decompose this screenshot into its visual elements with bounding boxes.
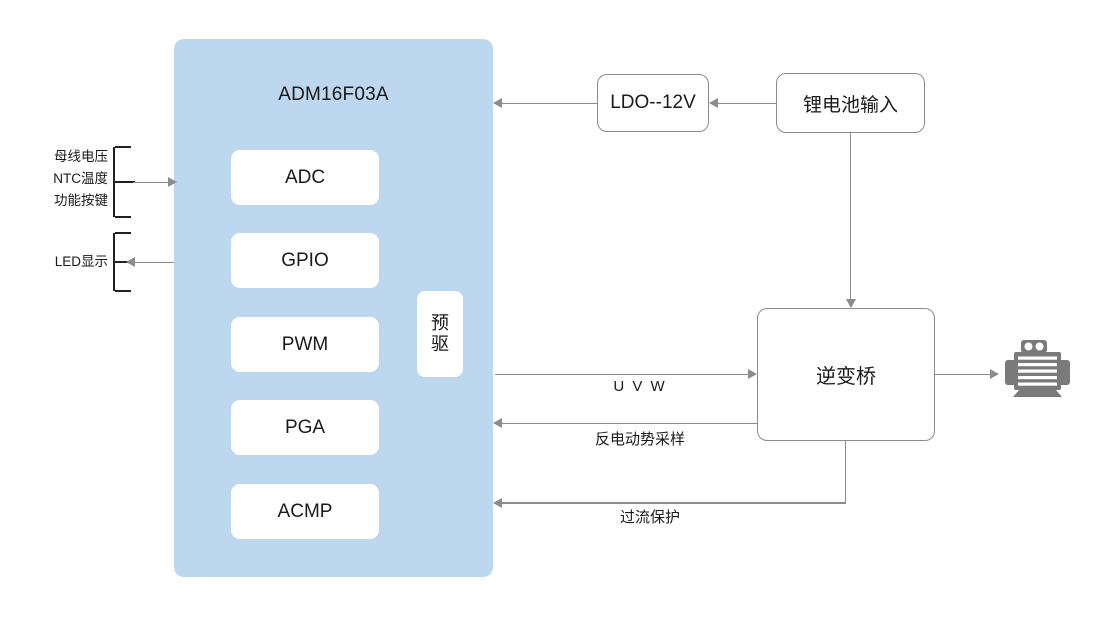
ldo-to-mcu-line — [502, 102, 597, 104]
pre-driver-block[interactable]: 预 驱 — [417, 291, 463, 377]
uvw-line — [495, 373, 748, 375]
output-signal-led-display: LED显示 — [54, 254, 108, 269]
inverter-bridge-block[interactable]: 逆变桥 — [757, 308, 935, 441]
motor-icon — [1002, 337, 1074, 401]
mcu-title: ADM16F03A — [278, 84, 389, 105]
mcu-block-pwm[interactable]: PWM — [231, 317, 379, 372]
ocp-arrow-icon — [493, 498, 502, 508]
led-arrow-line — [134, 261, 174, 263]
bemf-line — [502, 422, 757, 424]
mcu-block-adc[interactable]: ADC — [231, 150, 379, 205]
input-arrow-head-icon — [168, 177, 177, 187]
uvw-label: U V W — [613, 378, 667, 395]
mcu-input-signals-label: 母线电压 NTC温度 功能按键 — [16, 146, 108, 212]
led-arrow-stub — [113, 261, 129, 263]
battery-to-bridge-line — [850, 133, 852, 300]
battery-to-bridge-arrow-icon — [846, 299, 856, 308]
led-arrow-head-icon — [126, 257, 135, 267]
pre-driver-label-line2: 驱 — [431, 334, 449, 354]
ocp-horizontal-line — [502, 502, 846, 504]
battery-to-ldo-arrow-icon — [709, 98, 718, 108]
ocp-label: 过流保护 — [619, 509, 680, 526]
bridge-to-motor-line — [935, 373, 992, 375]
mcu-block-gpio[interactable]: GPIO — [231, 233, 379, 288]
battery-input-block[interactable]: 锂电池输入 — [776, 73, 925, 133]
ocp-vertical-line — [845, 441, 847, 503]
mcu-output-signal-label: LED显示 — [16, 251, 108, 273]
input-signal-function-key: 功能按键 — [54, 192, 108, 208]
input-signal-bus-voltage: 母线电压 — [54, 149, 108, 164]
bemf-arrow-icon — [493, 418, 502, 428]
pre-driver-label-line1: 预 — [431, 312, 449, 333]
input-arrow-line — [133, 181, 170, 183]
input-signal-ntc-temperature: NTC温度 — [53, 170, 108, 186]
bridge-to-motor-arrow-icon — [990, 369, 999, 379]
ldo-block[interactable]: LDO--12V — [597, 74, 709, 132]
mcu-block-acmp[interactable]: ACMP — [231, 484, 379, 539]
battery-to-ldo-line — [718, 102, 776, 104]
ldo-to-mcu-arrow-icon — [493, 98, 502, 108]
bemf-label: 反电动势采样 — [594, 431, 685, 448]
input-arrow-stub — [113, 181, 135, 183]
uvw-arrow-icon — [748, 369, 757, 379]
mcu-block-pga[interactable]: PGA — [231, 400, 379, 455]
